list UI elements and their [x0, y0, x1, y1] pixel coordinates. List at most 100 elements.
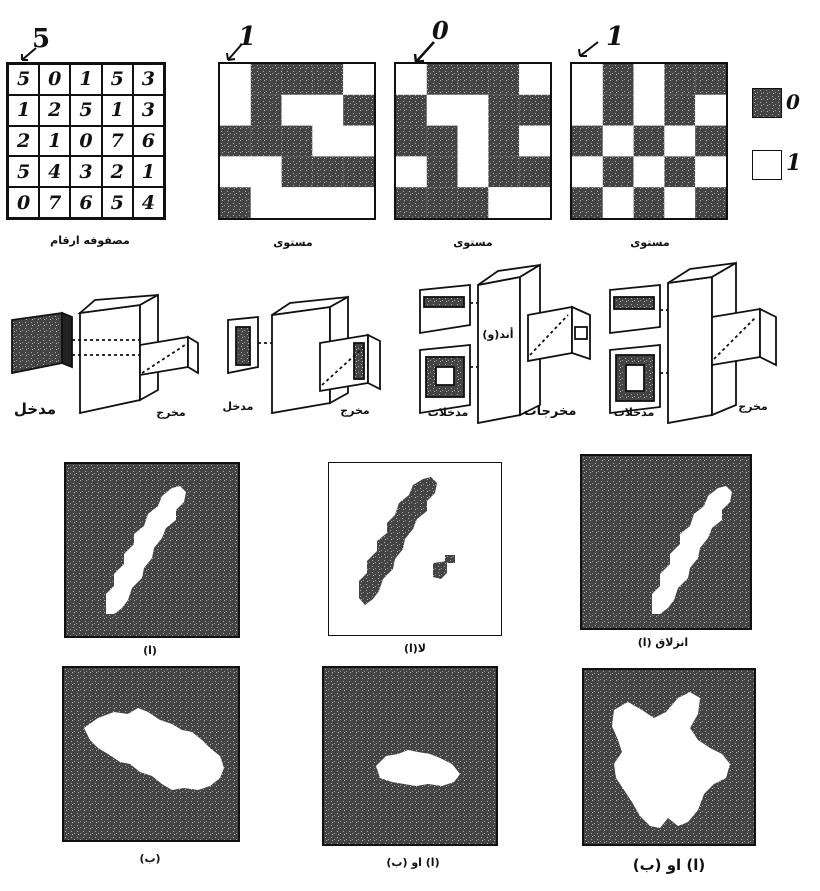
bit-plane-caption: مستوی [263, 236, 323, 249]
result-panel-not-a [328, 462, 502, 636]
result-caption: لا(ا) [390, 642, 440, 655]
bit-cell [220, 187, 251, 218]
result-panel-a-or-b-2 [582, 668, 756, 846]
matrix-cell: 3 [133, 64, 164, 95]
bit-cell [603, 64, 634, 95]
result-caption: (ب) [130, 852, 170, 865]
bit-cell [695, 187, 726, 218]
bit-cell [282, 187, 313, 218]
bit-cell [664, 156, 695, 187]
bit-cell [458, 156, 489, 187]
matrix-cell: 0 [8, 187, 39, 218]
result-panel-a-or-b [322, 666, 498, 846]
bit-cell [519, 95, 550, 126]
bit-cell [343, 187, 374, 218]
result-panel-a [64, 462, 240, 638]
operator-input-label: مدخلات [604, 406, 664, 419]
bit-cell [343, 64, 374, 95]
bit-cell [396, 64, 427, 95]
matrix-cell: 1 [102, 95, 133, 126]
bit-cell [282, 126, 313, 157]
bit-cell [343, 95, 374, 126]
bit-plane-grid [570, 62, 728, 220]
bit-cell [251, 126, 282, 157]
bit-cell [312, 64, 343, 95]
bit-cell [695, 95, 726, 126]
bit-plane-caption: مستوی [620, 236, 680, 249]
matrix-cell: 6 [133, 126, 164, 157]
bit-cell [634, 95, 665, 126]
bit-cell [603, 156, 634, 187]
bit-cell [458, 64, 489, 95]
matrix-cell: 7 [39, 187, 70, 218]
result-caption: (ا) او (ب) [614, 856, 724, 874]
bit-cell [519, 64, 550, 95]
matrix-cell: 3 [133, 95, 164, 126]
operator-input-label: مدخل [10, 400, 60, 418]
bit-cell [488, 64, 519, 95]
bit-cell [519, 126, 550, 157]
bit-cell [251, 187, 282, 218]
bit-cell [572, 187, 603, 218]
matrix-cell: 5 [8, 64, 39, 95]
bit-cell [519, 156, 550, 187]
operator-output-label: مخرجات [520, 404, 580, 419]
bit-cell [488, 187, 519, 218]
bit-cell [312, 95, 343, 126]
operator-label: أند(و) [478, 328, 518, 341]
arrow-icon [224, 42, 244, 64]
bit-cell [220, 126, 251, 157]
matrix-cell: 0 [39, 64, 70, 95]
matrix-cell: 1 [70, 64, 101, 95]
bit-cell [312, 126, 343, 157]
bit-cell [458, 187, 489, 218]
bit-cell [664, 126, 695, 157]
bit-plane-caption: مستوی [443, 236, 503, 249]
bit-cell [664, 187, 695, 218]
bit-cell [427, 95, 458, 126]
matrix-cell: 5 [102, 64, 133, 95]
matrix-cell: 3 [70, 156, 101, 187]
matrix-cell: 5 [8, 156, 39, 187]
bit-cell [282, 156, 313, 187]
bit-cell [664, 64, 695, 95]
bit-cell [282, 95, 313, 126]
bit-cell [634, 126, 665, 157]
bit-plane-marker: 1 [606, 22, 624, 52]
bit-plane-grid [394, 62, 552, 220]
bit-cell [695, 156, 726, 187]
operator-input-label: مدخلات [418, 406, 478, 419]
matrix-cell: 0 [70, 126, 101, 157]
result-caption: (ا) [130, 644, 170, 657]
legend-swatch-dark [752, 88, 782, 118]
bit-cell [603, 95, 634, 126]
result-caption: انزلاق (ا) [628, 636, 698, 649]
bit-cell [634, 156, 665, 187]
bit-cell [396, 156, 427, 187]
legend-label-light: 1 [786, 150, 801, 176]
result-caption: (ا) او (ب) [378, 856, 448, 869]
matrix-cell: 5 [70, 95, 101, 126]
bit-cell [251, 156, 282, 187]
bit-cell [488, 95, 519, 126]
bit-cell [572, 126, 603, 157]
matrix-cell: 2 [102, 156, 133, 187]
bit-cell [282, 64, 313, 95]
operator-output-label: مخرج [332, 404, 378, 417]
operator-output-label: مخرج [148, 406, 194, 419]
bit-cell [488, 126, 519, 157]
operator-diagrams [0, 255, 820, 435]
matrix-cell: 2 [8, 126, 39, 157]
bit-cell [458, 126, 489, 157]
result-panel-b [62, 666, 240, 842]
matrix-cell: 4 [133, 187, 164, 218]
bit-cell [572, 156, 603, 187]
bit-cell [695, 126, 726, 157]
bit-cell [220, 95, 251, 126]
matrix-cell: 1 [39, 126, 70, 157]
bit-cell [343, 156, 374, 187]
bit-cell [427, 156, 458, 187]
bit-cell [251, 64, 282, 95]
bit-cell [396, 95, 427, 126]
